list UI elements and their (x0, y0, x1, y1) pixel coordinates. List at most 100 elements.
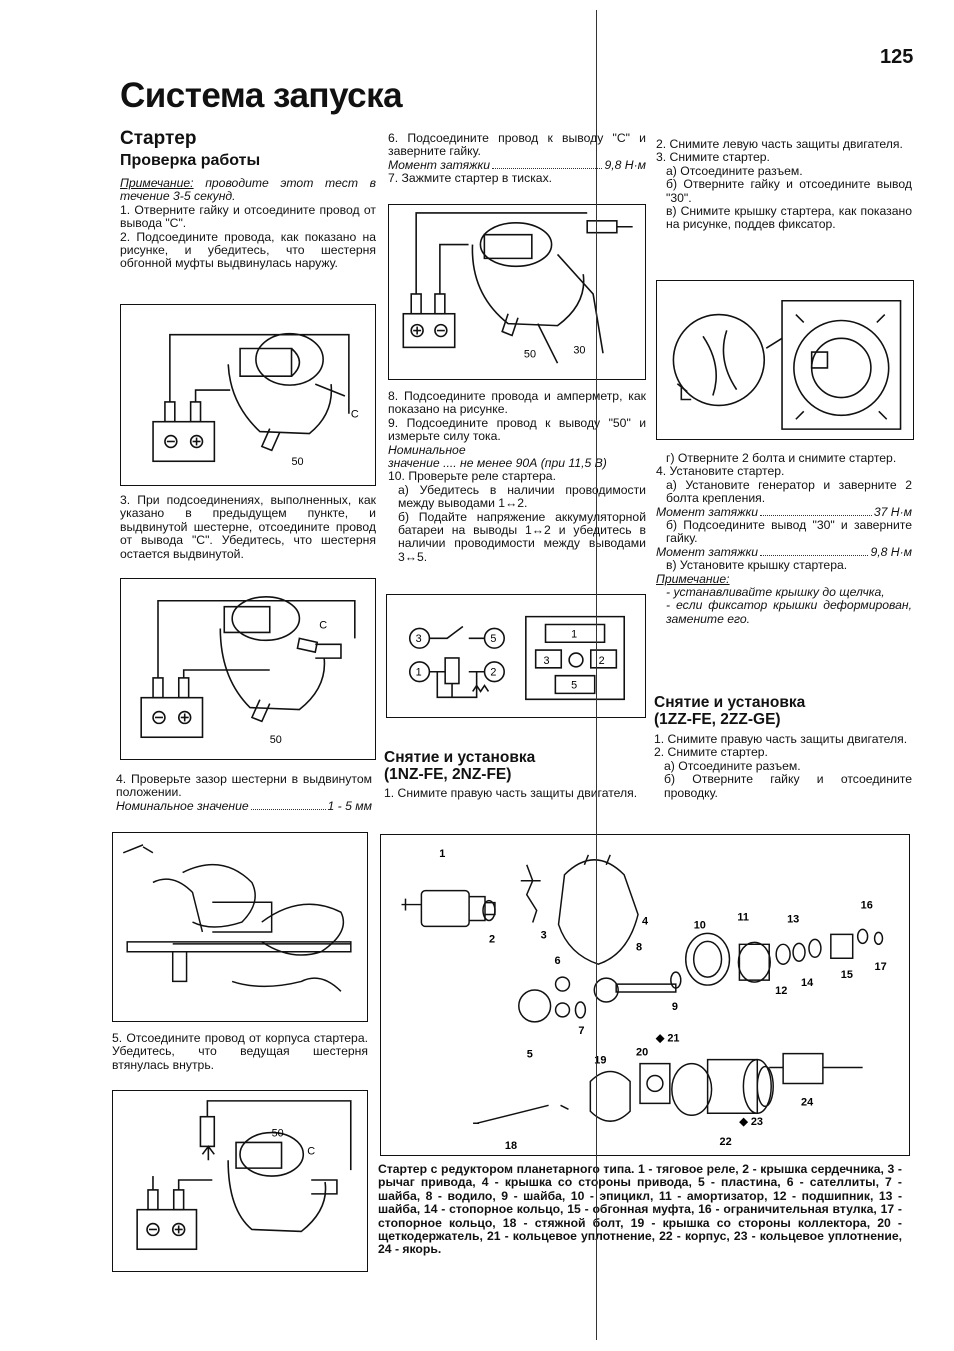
fig2-label-50: 50 (270, 734, 282, 746)
section-removal-nz-line-1: Снятие и установка (384, 749, 536, 766)
zz-step-2b: б) Отверните гайку и отсоедините проводк… (664, 772, 912, 800)
note-text: проводите этот тест в течение 3-5 секунд… (120, 176, 376, 204)
starter-wiring-diagram-1: C 50 (152, 332, 359, 468)
nominal-2-label-2: значение (388, 456, 440, 471)
relay-pin-5: 5 (571, 679, 577, 691)
figure-ammeter-test: 50 30 (388, 204, 646, 380)
section-removal-nz-line-2: (1NZ-FE, 2NZ-FE) (384, 766, 512, 783)
c3-step-3b: б) Отверните гайку и отсоедините вывод "… (666, 177, 912, 205)
c3-note-label: Примечание: (656, 571, 730, 586)
section-removal-nz: Снятие и установка (1NZ-FE, 2NZ-FE) (384, 749, 646, 783)
exploded-label-9: 9 (672, 1001, 678, 1013)
zz-step-2: 2. Снимите стартер. (654, 745, 768, 760)
step-3: 3. При подсоединениях, выполненных, как … (120, 493, 376, 561)
exploded-label-23: ◆ 23 (738, 1116, 763, 1128)
nominal-2-value: .... не менее 90А (при 11,5 В) (439, 456, 607, 471)
fig1-label-50: 50 (292, 456, 304, 468)
exploded-label-24: 24 (801, 1096, 814, 1108)
nz-step-1: 1. Снимите правую часть защиты двигателя… (384, 786, 638, 800)
nominal-2-label: Номинальное (388, 442, 466, 457)
exploded-label-2: 2 (489, 933, 495, 945)
c3-note-2: - если фиксатор крышки деформирован, зам… (666, 598, 912, 626)
c3-step-4a: а) Установите генератор и заверните 2 бо… (666, 477, 912, 506)
figure-caliper-measurement (112, 832, 368, 1022)
exploded-caption: Стартер с редуктором планетарного типа. … (378, 1162, 902, 1257)
step-8: 8. Подсоедините провода и амперметр, как… (388, 389, 646, 417)
col1-text-block-1: Примечание: проводите этот тест в течени… (120, 176, 376, 271)
figure-exploded-starter: 1 2 3 4 5 6 7 8 9 10 11 12 13 14 15 16 1… (380, 834, 910, 1156)
step-6: 6. Подсоедините провод к выводу "С" и за… (388, 131, 646, 159)
relay-pin-1: 1 (571, 628, 577, 640)
exploded-label-21: ◆ 21 (655, 1033, 680, 1045)
exploded-label-6: 6 (555, 955, 561, 967)
torque-1-value: 9,8 Н·м (604, 157, 646, 172)
c3-step-3a: а) Отсоедините разъем. (666, 163, 803, 178)
torque-3-label: Момент затяжки (656, 544, 759, 559)
section-removal-zz: Снятие и установка (1ZZ-FE, 2ZZ-GE) (654, 694, 914, 728)
exploded-label-5: 5 (527, 1049, 533, 1061)
exploded-label-13: 13 (787, 913, 799, 925)
col3-text-block-2: г) Отверните 2 болта и снимите стартер. … (656, 451, 912, 626)
step-4: 4. Проверьте зазор шестерни в выдвинутом… (116, 772, 372, 800)
exploded-label-7: 7 (578, 1025, 584, 1037)
section-title-starter: Стартер (120, 128, 197, 149)
figure-starter-test-4: 50 C (112, 1090, 368, 1272)
col2-text-block-2: 8. Подсоедините провода и амперметр, как… (388, 389, 646, 564)
subsection-operation-check: Проверка работы (120, 152, 261, 169)
nominal-value: 1 - 5 мм (327, 798, 372, 813)
exploded-label-20: 20 (636, 1047, 648, 1059)
page-title: Система запуска (120, 76, 403, 115)
step-2: 2. Подсоедините провода, как показано на… (120, 229, 376, 271)
torque-2-label: Момент затяжки (656, 504, 759, 519)
c3-step-4b: б) Подсоедините вывод "30" и заверните г… (666, 518, 912, 546)
exploded-label-19: 19 (594, 1055, 606, 1067)
col1-text-block-4: 4. Проверьте зазор шестерни в выдвинутом… (116, 772, 372, 813)
exploded-label-1: 1 (439, 848, 445, 860)
step-7: 7. Зажмите стартер в тисках. (388, 171, 553, 186)
fig2-label-c: C (319, 619, 327, 631)
relay-label-1: 1 (416, 667, 422, 679)
fig4-label-c: C (307, 1145, 315, 1157)
exploded-label-16: 16 (861, 900, 873, 912)
caliper-drawing (122, 844, 352, 992)
exploded-label-8: 8 (636, 941, 642, 953)
relay-schematic: 3 5 1 2 1 3 2 5 (408, 615, 626, 701)
fig1-label-c: C (351, 409, 359, 421)
c3-step-2: 2. Снимите левую часть защиты двигателя. (656, 137, 903, 151)
exploded-label-12: 12 (775, 985, 787, 997)
col2-text-block-1: 6. Подсоедините провод к выводу "С" и за… (388, 131, 646, 186)
exploded-label-22: 22 (720, 1136, 732, 1148)
figure-starter-test-1: C 50 (120, 304, 376, 486)
exploded-label-18: 18 (505, 1140, 517, 1152)
ammeter-wiring-diagram: 50 30 (402, 212, 633, 364)
exploded-label-3: 3 (541, 929, 547, 941)
step-10b: б) Подайте напряжение аккумуляторной бат… (398, 509, 646, 564)
c3-step-4c: в) Установите крышку стартера. (666, 558, 848, 573)
figure-starter-cover (656, 280, 914, 440)
exploded-starter-diagram: 1 2 3 4 5 6 7 8 9 10 11 12 13 14 15 16 1… (401, 848, 887, 1152)
exploded-label-14: 14 (801, 977, 814, 989)
fig4-label-50: 50 (272, 1127, 284, 1139)
c3-step-3: 3. Снимите стартер. (656, 150, 770, 165)
section-removal-zz-line-1: Снятие и установка (654, 694, 806, 711)
fig5-label-50: 50 (524, 348, 536, 360)
relay-label-2: 2 (490, 667, 496, 679)
col3-text-block-3: 1. Снимите правую часть защиты двигателя… (654, 732, 912, 800)
c3-step-3g: г) Отверните 2 болта и снимите стартер. (666, 451, 897, 465)
zz-step-1: 1. Снимите правую часть защиты двигателя… (654, 732, 908, 746)
torque-2-value: 37 Н·м (873, 504, 912, 519)
figure-starter-test-2: C 50 (120, 578, 376, 760)
starter-cover-drawing (672, 299, 902, 430)
nominal-label: Номинальное значение (116, 798, 249, 813)
exploded-label-4: 4 (642, 915, 649, 927)
starter-wiring-diagram-2: C 50 (140, 596, 356, 746)
zz-step-2a: а) Отсоедините разъем. (664, 758, 801, 773)
col3-text-block-1: 2. Снимите левую часть защиты двигателя.… (656, 137, 912, 232)
torque-3-value: 9,8 Н·м (870, 544, 912, 559)
torque-1-label: Момент затяжки (388, 157, 491, 172)
relay-label-3: 3 (416, 633, 422, 645)
c3-step-4: 4. Установите стартер. (656, 464, 785, 479)
exploded-label-11: 11 (737, 911, 749, 923)
step-5: 5. Отсоедините провод от корпуса стартер… (112, 1031, 368, 1072)
step-1: 1. Отверните гайку и отсоедините провод … (120, 202, 376, 231)
